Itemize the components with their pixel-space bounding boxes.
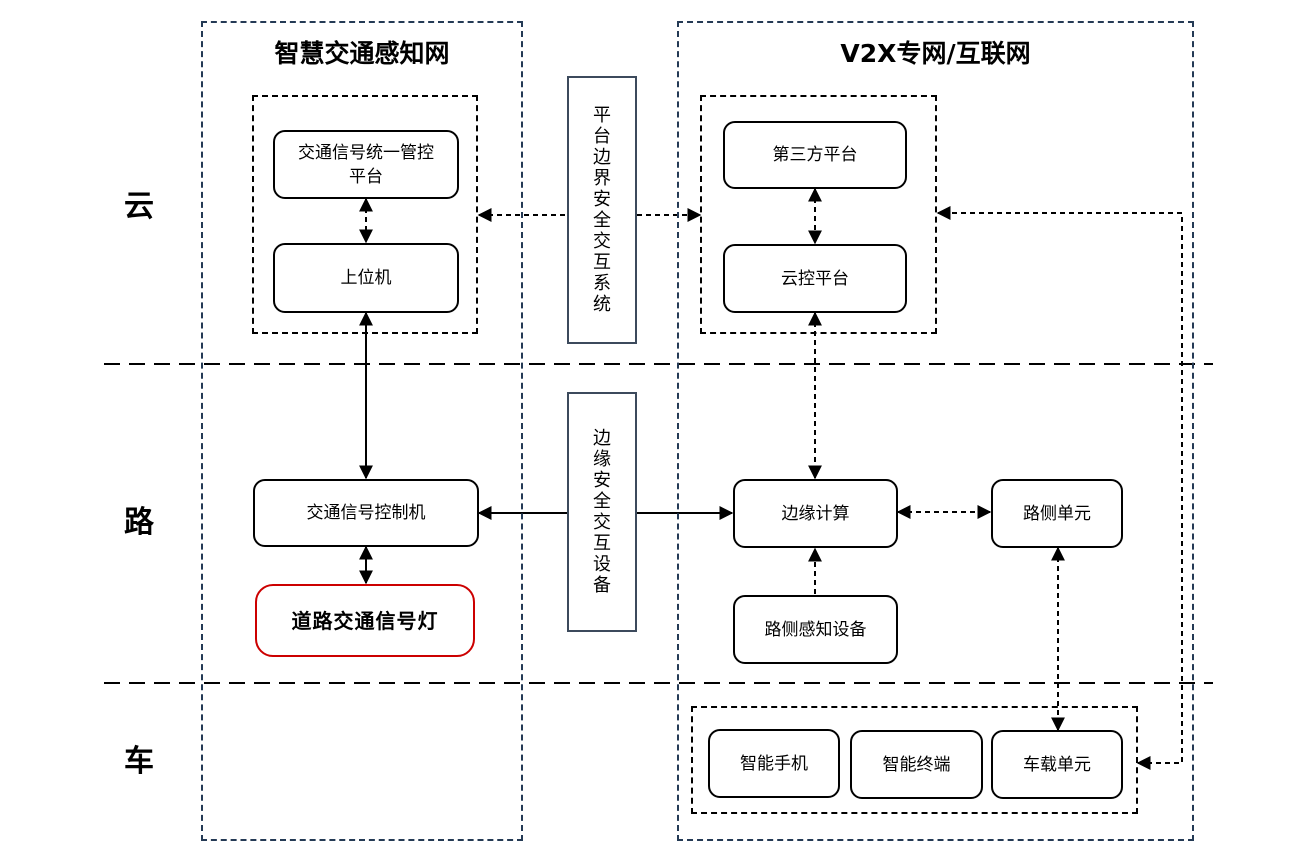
arrow-vehicle-cloud-loop: [936, 206, 1183, 770]
left-zone-title: 智慧交通感知网: [274, 39, 450, 68]
node-cloud-control-platform: 云控平台: [723, 244, 907, 313]
node-signal-controller: 交通信号控制机: [253, 479, 479, 547]
node-traffic-light: 道路交通信号灯: [255, 584, 475, 657]
layer-label-road: 路: [124, 505, 154, 540]
right-zone-v2x: [677, 21, 1194, 841]
node-signal-platform: 交通信号统一管控平台: [273, 130, 459, 199]
node-roadside-unit: 路侧单元: [991, 479, 1123, 548]
edge-security-device: 边 缘 安 全 交 互 设 备: [567, 392, 637, 632]
right-zone-title: V2X专网/互联网: [840, 39, 1031, 68]
node-third-party-platform: 第三方平台: [723, 121, 907, 189]
layer-label-cloud: 云: [124, 189, 154, 224]
node-host-computer: 上位机: [273, 243, 459, 313]
node-onboard-unit: 车载单元: [991, 730, 1123, 799]
layer-label-vehicle: 车: [124, 744, 154, 779]
node-edge-computing: 边缘计算: [733, 479, 898, 548]
left-cloud-group: [252, 95, 478, 334]
left-zone-smart-traffic: [201, 21, 523, 841]
node-smart-terminal: 智能终端: [850, 730, 983, 799]
platform-boundary-security-system: 平 台 边 界 安 全 交 互 系 统: [567, 76, 637, 344]
node-smartphone: 智能手机: [708, 729, 840, 798]
node-roadside-sensor: 路侧感知设备: [733, 595, 898, 664]
right-cloud-group: [700, 95, 937, 334]
vehicle-group: [691, 706, 1138, 814]
